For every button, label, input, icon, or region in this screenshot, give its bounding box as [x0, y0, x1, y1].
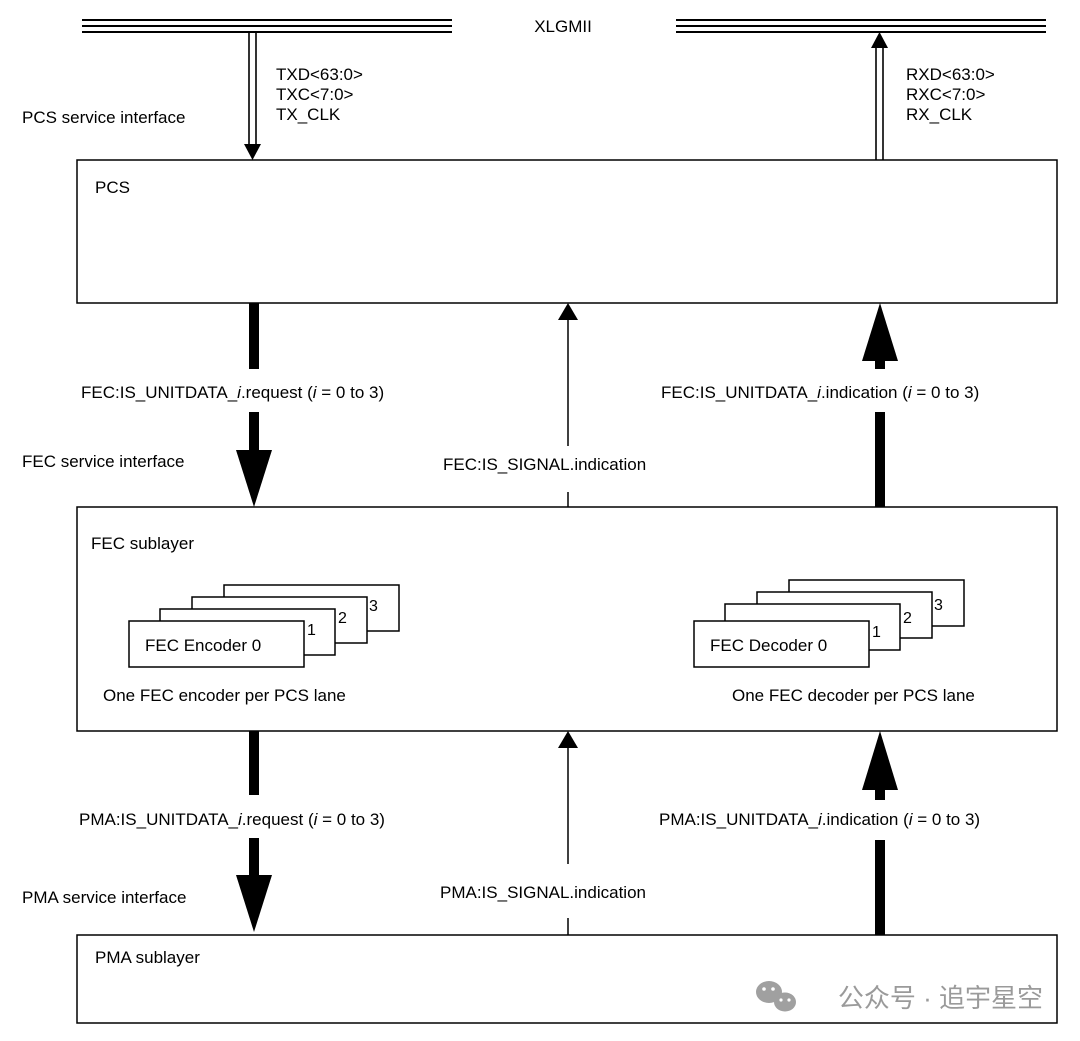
tx-signal-txd: TXD<63:0>	[276, 65, 363, 84]
pma-sublayer-box	[76, 934, 1058, 1024]
encoder-stack-number-1: 1	[307, 622, 316, 639]
pma-signal-label: PMA:IS_SIGNAL.indication	[440, 883, 646, 902]
fec-encoder-label: FEC Encoder 0	[145, 636, 261, 655]
tx-signal-clk: TX_CLK	[276, 105, 341, 124]
pcs-service-interface-label: PCS service interface	[22, 108, 185, 127]
fec-decoder-stack	[693, 579, 965, 668]
rx-signal-clk: RX_CLK	[906, 105, 973, 124]
fec-decoder-caption: One FEC decoder per PCS lane	[732, 686, 975, 705]
pma-request-label: PMA:IS_UNITDATA_i.request (i = 0 to 3)	[79, 810, 385, 829]
pma-indication-arrow	[862, 731, 898, 935]
pma-service-interface-label: PMA service interface	[22, 888, 186, 907]
rx-arrow	[871, 32, 888, 160]
pma-request-arrow	[236, 731, 272, 932]
rx-signal-rxc: RXC<7:0>	[906, 85, 985, 104]
pma-signal-arrow	[558, 731, 578, 935]
fec-decoder-label: FEC Decoder 0	[710, 636, 827, 655]
xlgmii-label: XLGMII	[534, 17, 592, 36]
decoder-stack-number-2: 2	[903, 610, 912, 627]
fec-indication-arrow	[862, 303, 898, 507]
pcs-box	[76, 159, 1058, 304]
tx-signal-txc: TXC<7:0>	[276, 85, 354, 104]
fec-signal-arrow	[558, 303, 578, 507]
xlgmii-bus	[82, 19, 1046, 33]
encoder-stack-number-2: 2	[338, 610, 347, 627]
wechat-icon	[756, 981, 796, 1012]
fec-encoder-caption: One FEC encoder per PCS lane	[103, 686, 346, 705]
fec-service-interface-label: FEC service interface	[22, 452, 185, 471]
decoder-stack-number-3: 3	[934, 597, 943, 614]
fec-signal-label: FEC:IS_SIGNAL.indication	[443, 455, 646, 474]
pma-indication-label: PMA:IS_UNITDATA_i.indication (i = 0 to 3…	[659, 810, 980, 829]
fec-request-arrow	[236, 303, 272, 507]
decoder-stack-number-1: 1	[872, 624, 881, 641]
pcs-label: PCS	[95, 178, 130, 197]
fec-indication-label: FEC:IS_UNITDATA_i.indication (i = 0 to 3…	[661, 383, 979, 402]
rx-signal-rxd: RXD<63:0>	[906, 65, 995, 84]
watermark-text: 公众号 · 追宇星空	[838, 983, 1043, 1013]
tx-arrow	[244, 32, 261, 160]
pma-sublayer-label: PMA sublayer	[95, 948, 200, 967]
fec-request-label: FEC:IS_UNITDATA_i.request (i = 0 to 3)	[81, 383, 384, 402]
fec-encoder-stack	[128, 584, 400, 668]
fec-sublayer-label: FEC sublayer	[91, 534, 194, 553]
encoder-stack-number-3: 3	[369, 598, 378, 615]
